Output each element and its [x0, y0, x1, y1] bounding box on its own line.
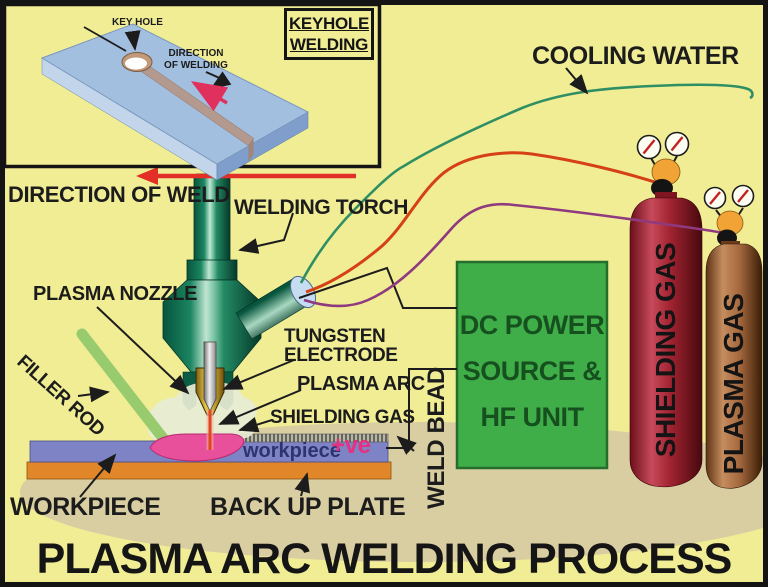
keyhole-welding-line2: WELDING — [289, 35, 369, 54]
direction-of-welding-line1: DIRECTION — [168, 48, 224, 59]
keyhole-welding-heading: KEYHOLE WELDING — [284, 8, 374, 60]
cylinder-body — [705, 243, 763, 489]
diagram-title-text: PLASMA ARC WELDING PROCESS — [36, 538, 732, 587]
tungsten-electrode-arrow — [222, 359, 295, 390]
welding-torch-label: WELDING TORCH — [234, 196, 409, 219]
tungsten-electrode-label: TUNGSTEN ELECTRODE — [284, 327, 398, 365]
direction-of-welding-label: DIRECTION OF WELDING — [160, 48, 232, 72]
plasma-gas-cylinder-label: PLASMA GAS — [718, 293, 749, 475]
positive-terminal-label: +ve — [331, 432, 371, 459]
filler-rod-arrow — [77, 386, 110, 403]
shielding-gas-cylinder — [629, 131, 703, 488]
label-arrows — [77, 67, 589, 498]
cooling-water-hose — [299, 83, 754, 284]
plasma-gas-hose — [303, 202, 729, 308]
workpiece-small-label: workpiece — [243, 440, 341, 462]
plasma-nozzle-arrow — [96, 306, 190, 395]
tungsten-electrode-line2: ELECTRODE — [284, 345, 398, 366]
shielding-gas-cylinder-label: SHIELDING GAS — [650, 242, 681, 458]
welding-direction-red-arrow — [191, 81, 229, 112]
keyhole-pointer-line — [83, 26, 127, 52]
direction-of-welding-line2: OF WELDING — [164, 60, 228, 71]
dc-power-line1: DC POWER — [459, 310, 605, 340]
dc-power-line3: HF UNIT — [480, 402, 584, 432]
cooling-water-label: COOLING WATER — [532, 42, 739, 70]
workpiece-arrow — [79, 453, 117, 498]
torch-arm-cap — [289, 275, 317, 309]
weld-pool — [149, 433, 245, 462]
diagram-title: PLASMA ARC WELDING PROCESS — [30, 538, 738, 587]
back-up-plate-arrow — [294, 472, 310, 497]
back-up-plate-bar — [26, 461, 392, 480]
torch-power-cable — [298, 266, 457, 309]
plasma-nozzle-label: PLASMA NOZZLE — [33, 283, 198, 305]
shielding-gas-label: SHIELDING GAS — [270, 407, 415, 428]
shielding-gas-hose — [305, 151, 662, 294]
plasma-arc-label: PLASMA ARC — [297, 373, 425, 395]
dc-power-source-box — [455, 260, 609, 470]
shielding-gas-arrow — [238, 416, 273, 433]
welding-torch — [162, 173, 317, 411]
weld-bead-label: WELD BEAD — [423, 367, 450, 509]
keyhole-welding-line1: KEYHOLE — [288, 14, 370, 33]
torch-collar — [186, 259, 238, 281]
tungsten-electrode-line1: TUNGSTEN — [284, 326, 386, 347]
direction-of-weld-arrow — [136, 167, 356, 185]
shielding-gas-cloud — [147, 382, 257, 444]
dc-power-line2: SOURCE & — [462, 356, 602, 386]
filler-rod — [76, 328, 172, 448]
key-hole-arrow — [124, 30, 141, 51]
plasma-arc-arrow — [218, 389, 302, 425]
workpiece-label: WORKPIECE — [10, 493, 161, 521]
weld-bead-hatch — [237, 434, 388, 442]
weld-bead-arrow — [396, 435, 417, 455]
weld-seam-edge — [248, 138, 254, 162]
cooling-water-arrow — [565, 67, 589, 95]
key-hole-label: KEY HOLE — [112, 17, 163, 28]
welding-torch-arrow — [238, 212, 294, 254]
dc-power-source-label: DC POWER SOURCE & HF UNIT — [457, 302, 607, 440]
direction-of-weld-label: DIRECTION OF WELD — [8, 182, 230, 207]
back-up-plate-label: BACK UP PLATE — [210, 493, 406, 521]
keyhole-opening — [125, 57, 147, 70]
cylinder-body — [629, 197, 703, 488]
tungsten-electrode — [203, 341, 217, 412]
plasma-gas-cylinder — [703, 184, 763, 489]
